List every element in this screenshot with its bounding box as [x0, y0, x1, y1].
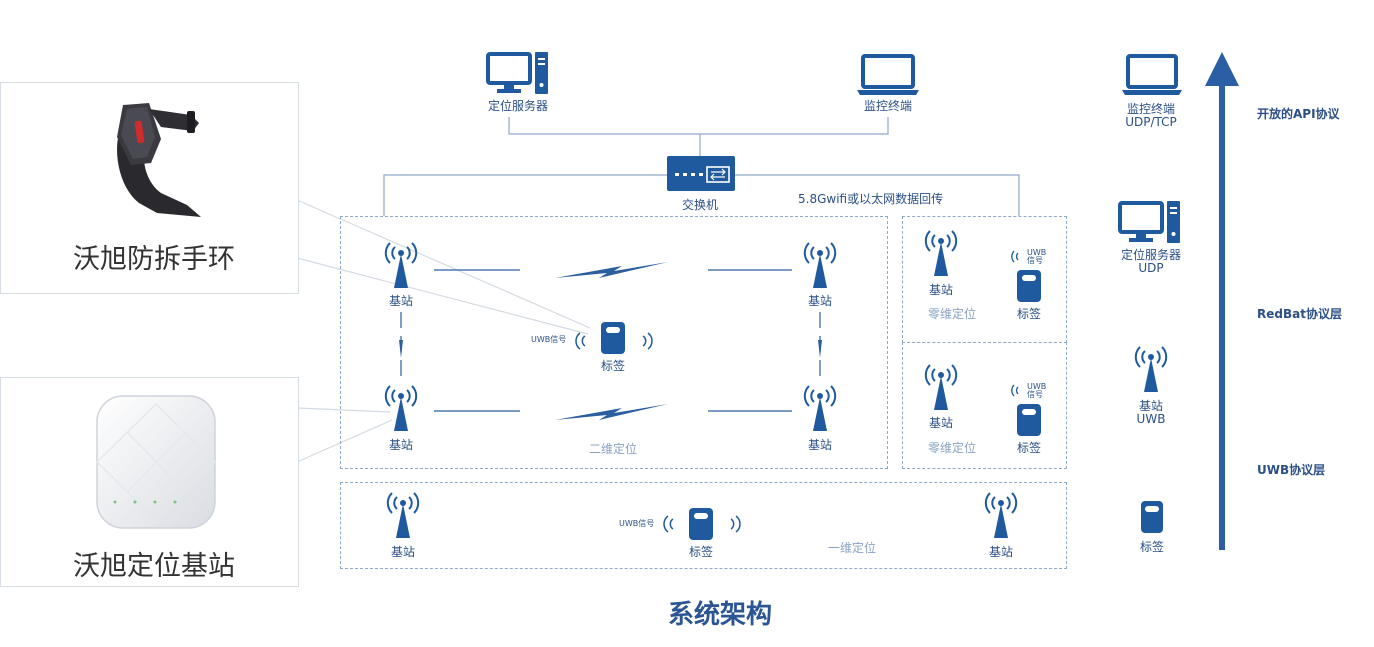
protocol-tag-label: 标签 — [1139, 540, 1165, 554]
uwb-top-label: UWB — [1027, 248, 1047, 257]
uwb-signal-label: UWB信号 — [531, 335, 567, 344]
basestation-image — [96, 395, 216, 529]
base-station-label: 基站 — [390, 545, 416, 559]
api-layer-label: 开放的API协议 — [1257, 107, 1340, 121]
tag-label: 标签 — [1016, 307, 1042, 321]
zone-1d — [340, 482, 1067, 569]
switch-icon — [667, 156, 737, 192]
signal-waves-icon — [1008, 383, 1026, 397]
antenna-icon — [923, 364, 959, 412]
zone-1d-label: 一维定位 — [827, 541, 877, 555]
protocol-tag-icon — [1141, 501, 1163, 533]
base-station-label: 基站 — [388, 294, 414, 308]
pointer-line-station-1 — [296, 407, 391, 413]
lightning-top — [555, 262, 668, 278]
pointer-line-station-2 — [296, 419, 393, 463]
system-architecture-title: 系统架构 — [667, 600, 773, 630]
protocol-base-sub: UWB — [1136, 412, 1166, 426]
protocol-antenna-icon — [1133, 346, 1169, 394]
base-station-label: 基站 — [388, 438, 414, 452]
protocol-base-label: 基站 — [1138, 399, 1164, 413]
tag-label: 标签 — [688, 545, 714, 559]
protocol-arrow-shaft — [1219, 84, 1225, 550]
protocol-monitor-label: 监控终端 — [1126, 102, 1176, 116]
antenna-icon — [802, 242, 838, 290]
uwb-top-label: UWB — [1027, 382, 1047, 391]
bracelet-image — [117, 103, 201, 217]
server-label: 定位服务器 — [487, 99, 549, 113]
lightning-bottom — [555, 404, 668, 420]
switch-right-line — [735, 174, 1020, 216]
pointer-line-bracelet-2 — [296, 257, 589, 335]
antenna-icon — [923, 230, 959, 278]
top-bus-line — [508, 117, 889, 135]
tag-icon — [1017, 270, 1041, 302]
basestation-photo-box: 沃旭定位基站 — [0, 377, 299, 587]
uwb-signal-label: UWB信号 — [619, 519, 655, 528]
antenna-icon — [383, 385, 419, 433]
zone-2d — [340, 216, 888, 469]
tag-icon — [689, 508, 713, 540]
zone-2d-label: 二维定位 — [588, 442, 638, 456]
base-station-label: 基站 — [928, 283, 954, 297]
redbat-layer-label: RedBat协议层 — [1257, 307, 1342, 321]
switch-left-line — [383, 174, 668, 216]
tag-label: 标签 — [1016, 441, 1042, 455]
base-station-label: 基站 — [807, 438, 833, 452]
uwb-layer-label: UWB协议层 — [1257, 463, 1326, 477]
vertical-bolt-right — [818, 340, 822, 358]
antenna-icon — [385, 492, 421, 540]
server-icon — [486, 52, 550, 96]
uwb-bottom-label: 信号 — [1027, 256, 1043, 265]
signal-waves-icon — [658, 513, 748, 535]
monitor-label: 监控终端 — [863, 99, 913, 113]
pointer-line-bracelet-1 — [296, 199, 591, 329]
tag-icon — [601, 322, 625, 354]
base-station-label: 基站 — [928, 416, 954, 430]
zone-0d-bottom — [902, 342, 1067, 469]
protocol-arrow-head — [1205, 52, 1239, 86]
antenna-icon — [983, 492, 1019, 540]
basestation-caption: 沃旭定位基站 — [73, 551, 235, 582]
zone-0d-label: 零维定位 — [927, 307, 977, 321]
backhaul-label: 5.8Gwifi或以太网数据回传 — [798, 192, 944, 206]
base-station-label: 基站 — [988, 545, 1014, 559]
protocol-monitor-sub: UDP/TCP — [1125, 115, 1177, 129]
protocol-monitor-icon — [1122, 54, 1182, 96]
antenna-icon — [383, 242, 419, 290]
vertical-bolt-left — [399, 340, 403, 358]
protocol-server-sub: UDP — [1138, 261, 1164, 275]
signal-waves-icon — [1008, 249, 1026, 263]
antenna-icon — [802, 385, 838, 433]
uwb-bottom-label: 信号 — [1027, 390, 1043, 399]
bracelet-caption: 沃旭防拆手环 — [73, 244, 235, 275]
base-station-label: 基站 — [807, 294, 833, 308]
protocol-server-label: 定位服务器 — [1120, 248, 1182, 262]
bracelet-photo-box: 沃旭防拆手环 — [0, 82, 299, 294]
protocol-server-icon — [1118, 201, 1182, 245]
zone-0d-label: 零维定位 — [927, 441, 977, 455]
monitor-laptop-icon — [856, 54, 920, 96]
signal-waves-icon — [570, 330, 660, 352]
tag-label: 标签 — [600, 359, 626, 373]
tag-icon — [1017, 404, 1041, 436]
switch-label: 交换机 — [681, 198, 719, 212]
